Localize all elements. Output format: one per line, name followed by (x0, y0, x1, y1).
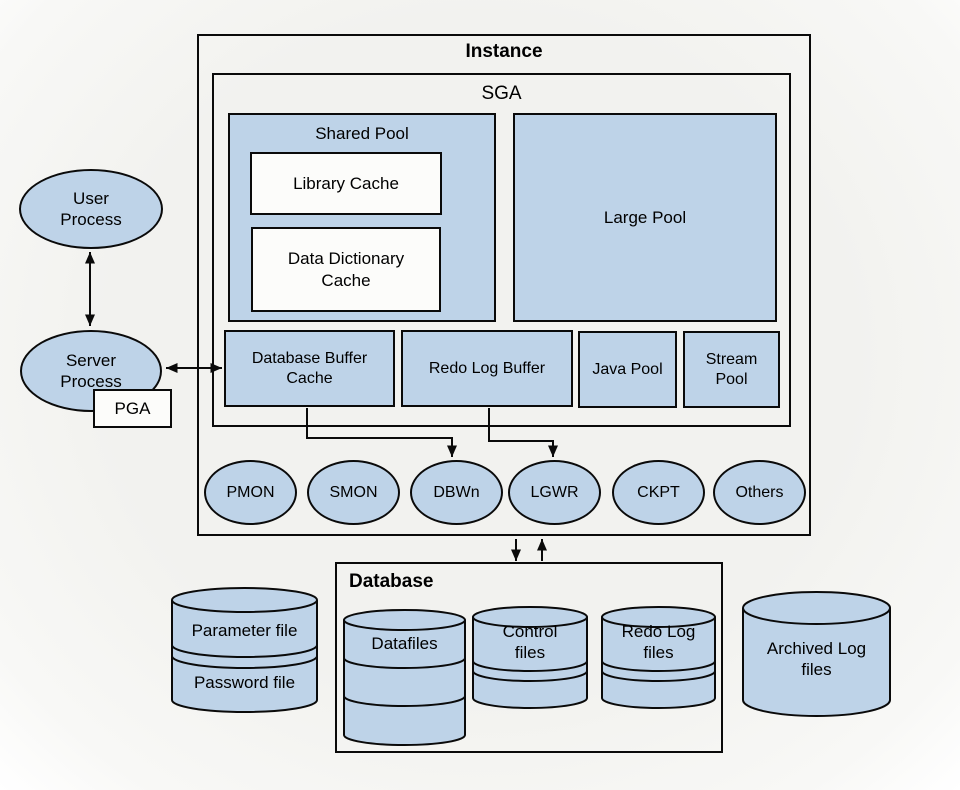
database-box: Database (335, 562, 723, 753)
datafiles-label: Datafiles (371, 634, 438, 653)
redo-log-files-label: Redo Log files (621, 622, 696, 662)
large-pool-label: Large Pool (603, 207, 687, 227)
lgwr-label: LGWR (530, 483, 579, 501)
ckpt-process-ellipse: CKPT (612, 460, 705, 525)
pga-label: PGA (114, 398, 151, 418)
data-dictionary-cache-label: Data Dictionary Cache (287, 249, 405, 290)
pga-box: PGA (93, 389, 172, 428)
stream-pool-box: Stream Pool (683, 331, 780, 408)
smon-process-ellipse: SMON (307, 460, 400, 525)
user-process-ellipse: User Process (19, 169, 163, 249)
instance-box: Instance (197, 34, 811, 536)
password-file-label: Password file (193, 673, 296, 692)
smon-label: SMON (329, 483, 378, 501)
control-files-label: Control files (502, 622, 558, 662)
library-cache-box: Library Cache (250, 152, 442, 215)
instance-title: Instance (465, 41, 543, 62)
database-buffer-cache-label: Database Buffer Cache (251, 349, 368, 387)
lgwr-process-ellipse: LGWR (508, 460, 601, 525)
dbwn-process-ellipse: DBWn (410, 460, 503, 525)
data-dictionary-cache-box: Data Dictionary Cache (251, 227, 441, 312)
others-label: Others (735, 483, 784, 501)
dbwn-label: DBWn (433, 483, 480, 501)
redo-log-buffer-label: Redo Log Buffer (428, 359, 546, 377)
pmon-label: PMON (226, 483, 275, 501)
sga-title: SGA (481, 83, 522, 104)
archived-log-files-label: Archived Log files (766, 639, 867, 679)
shared-pool-title: Shared Pool (315, 124, 409, 143)
server-process-label: Server Process (60, 350, 122, 391)
large-pool-box: Large Pool (513, 113, 777, 322)
java-pool-box: Java Pool (578, 331, 677, 408)
parameter-file-label: Parameter file (191, 621, 298, 640)
database-buffer-cache-box: Database Buffer Cache (224, 330, 395, 407)
java-pool-label: Java Pool (592, 360, 663, 378)
library-cache-label: Library Cache (293, 173, 399, 193)
stream-pool-label: Stream Pool (705, 350, 758, 388)
others-process-ellipse: Others (713, 460, 806, 525)
database-title: Database (349, 571, 434, 592)
redo-log-buffer-box: Redo Log Buffer (401, 330, 573, 407)
pmon-process-ellipse: PMON (204, 460, 297, 525)
ckpt-label: CKPT (637, 483, 680, 501)
user-process-label: User Process (60, 188, 122, 229)
